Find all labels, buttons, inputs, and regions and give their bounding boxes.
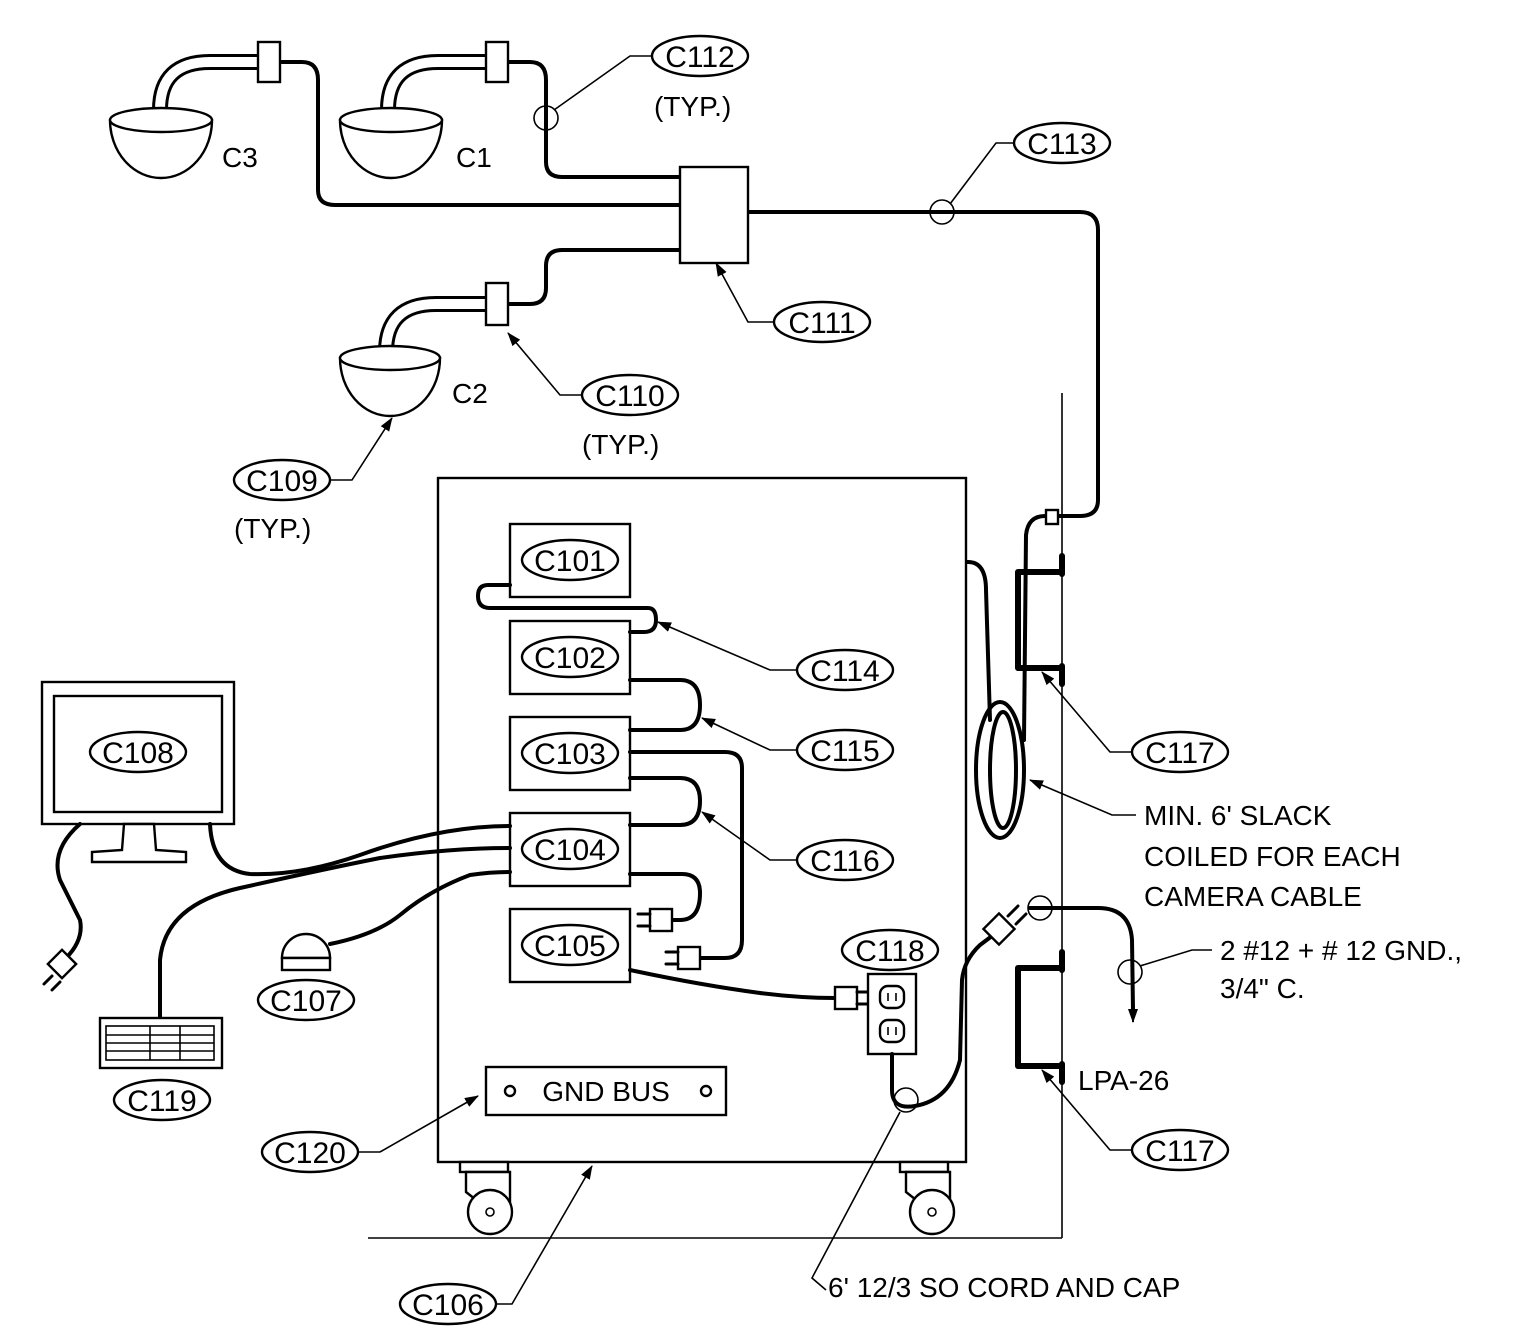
svg-text:C117: C117 [1145, 737, 1215, 770]
jumper-cable-c116 [628, 776, 702, 827]
wall-bracket-upper [1015, 569, 1065, 671]
plug-icon-c103 [664, 945, 702, 971]
svg-text:C111: C111 [788, 307, 855, 340]
caster-left [458, 1160, 514, 1236]
camera-label-c3: C3 [222, 142, 258, 173]
feeder-note-line1: 2 #12 + # 12 GND., [1220, 935, 1462, 966]
monitor-video-cable [208, 822, 512, 877]
callout-c115: C115 [701, 717, 895, 772]
cable-slack-coil-loop-inner [988, 710, 1018, 830]
svg-text:C109: C109 [246, 465, 318, 498]
camera-c107 [280, 932, 332, 972]
svg-text:C102: C102 [534, 642, 606, 675]
callout-c102: C102 [520, 635, 620, 679]
panel-label: LPA-26 [1078, 1065, 1169, 1096]
camera-label-c1: C1 [456, 142, 492, 173]
feeder-marker [1027, 895, 1053, 921]
power-cable-c104 [628, 872, 702, 922]
typ-c112: (TYP.) [654, 91, 731, 122]
callout-c119: C119 [112, 1078, 212, 1122]
camera-cable-c1 [506, 60, 682, 179]
slack-note-line2: COILED FOR EACH [1144, 841, 1401, 872]
svg-text:C118: C118 [855, 935, 925, 968]
svg-text:C105: C105 [534, 930, 606, 963]
callout-c117-lower: C117 [1041, 1069, 1230, 1172]
svg-text:C104: C104 [534, 834, 606, 867]
callout-c112: C112 [533, 34, 750, 131]
callout-c117-upper: C117 [1041, 671, 1230, 774]
camera-c107-cable [328, 870, 512, 946]
svg-text:C106: C106 [412, 1289, 484, 1322]
feeder-note-leader [1139, 949, 1212, 967]
svg-text:C113: C113 [1027, 128, 1097, 161]
callout-c105: C105 [520, 923, 620, 967]
callout-c120: C120 [260, 1095, 479, 1174]
callout-c104: C104 [520, 827, 620, 871]
camera-cable-c2 [506, 248, 682, 306]
callout-c110: C110 [507, 332, 680, 417]
svg-text:C120: C120 [274, 1137, 346, 1170]
jumper-cable-c115 [628, 678, 702, 732]
svg-text:C119: C119 [127, 1085, 197, 1118]
power-cable-c105 [628, 968, 837, 1000]
feeder-cable [1028, 906, 1135, 1012]
plug-icon-so-cord [981, 904, 1028, 947]
duplex-receptacle [866, 972, 918, 1056]
callout-c114: C114 [657, 621, 895, 692]
monitor-power-cord [55, 822, 83, 960]
jumper-cable-c114 [476, 583, 658, 634]
slack-note-leader [1029, 779, 1136, 816]
cord-note-leader [810, 1111, 901, 1291]
callout-c103: C103 [520, 731, 620, 775]
svg-text:C103: C103 [534, 738, 606, 771]
gnd-bus [484, 1065, 728, 1117]
feeder-marker-2 [1117, 959, 1143, 985]
gnd-bus-label: GND BUS [542, 1076, 670, 1107]
power-cable-c103 [628, 750, 744, 960]
callout-c116: C116 [701, 811, 895, 882]
cable-slack-coil [628, 560, 992, 722]
trunk-cable [746, 210, 1100, 742]
callout-c118: C118 [840, 928, 940, 972]
callout-c107: C107 [256, 978, 356, 1022]
cable-slack-coil-loop-outer [974, 700, 1026, 840]
plug-icon-monitor [42, 948, 78, 992]
camera-c2 [338, 281, 510, 418]
so-cord-marker [893, 1087, 919, 1113]
camera-c1 [338, 40, 510, 180]
svg-text:C114: C114 [810, 655, 880, 688]
typ-c110: (TYP.) [582, 429, 659, 460]
callout-c108: C108 [88, 730, 188, 774]
svg-text:C107: C107 [270, 985, 342, 1018]
cable-clamp-icon [1044, 508, 1060, 526]
caster-right [898, 1160, 956, 1236]
so-cord [890, 928, 1002, 1109]
callout-c111: C111 [715, 262, 872, 344]
callout-c101: C101 [520, 538, 620, 582]
callout-c113: C113 [929, 121, 1112, 225]
feeder-note-line2: 3/4" C. [1220, 973, 1305, 1004]
slack-note-line3: CAMERA CABLE [1144, 881, 1362, 912]
camera-c3 [108, 40, 282, 180]
slack-note-line1: MIN. 6' SLACK [1144, 800, 1332, 831]
wall-bracket-lower [1015, 965, 1065, 1069]
junction-box [678, 165, 750, 265]
svg-text:C116: C116 [810, 845, 880, 878]
keyboard [98, 1016, 224, 1070]
typ-c109: (TYP.) [234, 513, 311, 544]
cord-note: 6' 12/3 SO CORD AND CAP [828, 1272, 1180, 1303]
svg-text:C110: C110 [595, 380, 665, 413]
callout-c106: C106 [398, 1165, 593, 1326]
keyboard-cable [158, 846, 512, 1020]
svg-text:C117: C117 [1145, 1135, 1215, 1168]
plug-icon-c104 [636, 907, 674, 933]
svg-text:C108: C108 [102, 737, 174, 770]
callout-c109: C109 [232, 417, 393, 502]
svg-text:C112: C112 [665, 41, 735, 74]
svg-text:C115: C115 [810, 735, 880, 768]
camera-label-c2: C2 [452, 378, 488, 409]
camera-cable-c3 [280, 60, 682, 207]
svg-text:C101: C101 [534, 545, 606, 578]
